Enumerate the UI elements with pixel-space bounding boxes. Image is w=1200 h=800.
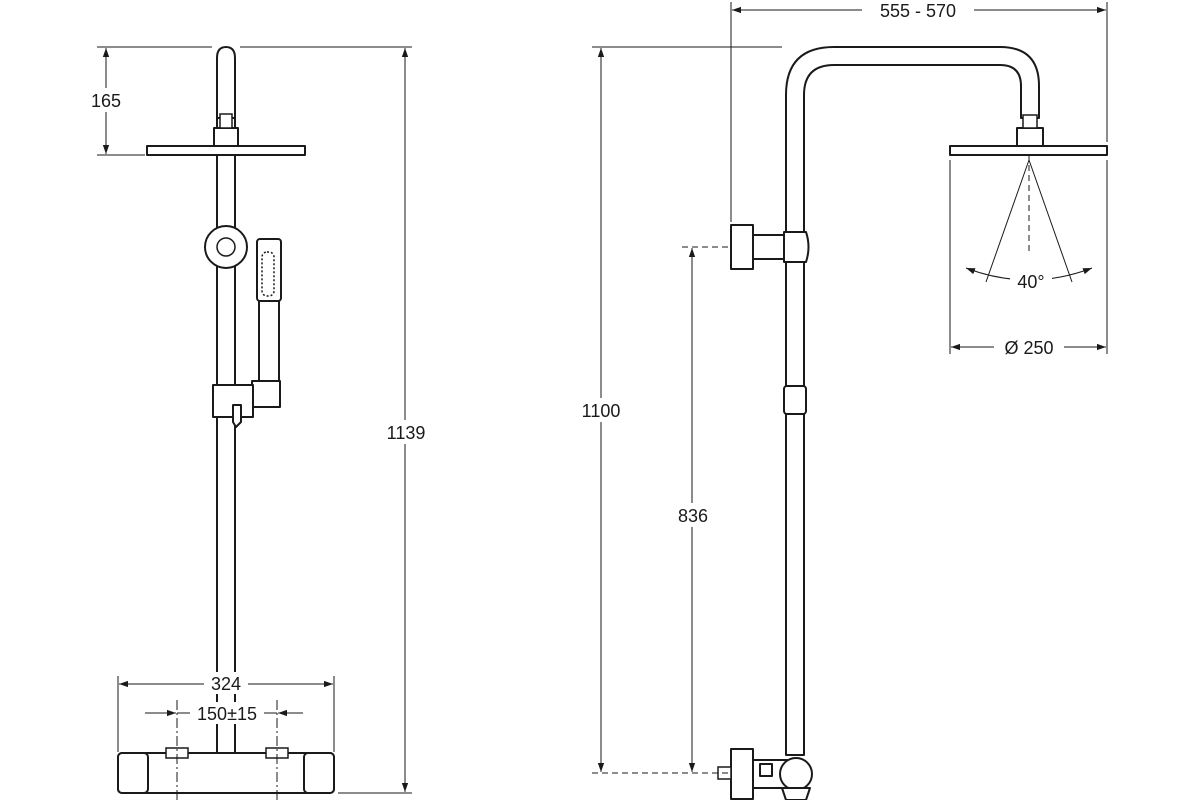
label-1139: 1139 bbox=[387, 423, 426, 443]
side-slider bbox=[783, 385, 807, 415]
front-riser-hook bbox=[216, 46, 236, 119]
front-thermostat-knob-left bbox=[117, 752, 149, 794]
front-round-holder-inner bbox=[216, 237, 236, 257]
label-836: 836 bbox=[678, 506, 708, 526]
side-head-connector bbox=[1016, 127, 1044, 147]
side-diverter bbox=[779, 757, 813, 791]
front-thermostat-body bbox=[117, 752, 335, 794]
label-250: Ø 250 bbox=[1004, 338, 1053, 358]
label-1100: 1100 bbox=[582, 401, 621, 421]
front-riser-pipe bbox=[216, 117, 236, 759]
front-thermostat-knob-right bbox=[303, 752, 335, 794]
side-bracket-clamp bbox=[783, 231, 810, 263]
spray-right bbox=[1028, 159, 1073, 283]
side-diverter-base bbox=[781, 787, 811, 800]
label-165: 165 bbox=[91, 91, 121, 111]
label-150: 150±15 bbox=[197, 704, 257, 724]
side-shower-plate bbox=[949, 145, 1108, 156]
spray-left bbox=[985, 159, 1030, 283]
side-dimensions: 555 - 570 Ø 250 1100 836 bbox=[576, 0, 1108, 774]
front-hand-shower-grid bbox=[261, 251, 275, 297]
front-view bbox=[117, 46, 335, 800]
label-555-570: 555 - 570 bbox=[880, 1, 956, 21]
side-head-nut bbox=[1022, 114, 1038, 129]
side-lower-nut bbox=[759, 763, 773, 777]
label-40: 40° bbox=[1017, 272, 1044, 292]
label-324: 324 bbox=[211, 674, 241, 694]
front-head-connector bbox=[213, 127, 239, 147]
side-bracket-arm bbox=[752, 234, 788, 260]
side-riser-arm bbox=[785, 46, 1040, 756]
front-dimensions: 165 1139 324 150±15 bbox=[86, 46, 432, 794]
front-shower-plate bbox=[146, 145, 306, 156]
side-bracket-flange bbox=[730, 224, 754, 270]
front-hand-shower-bracket bbox=[251, 380, 281, 408]
front-head-nut bbox=[219, 113, 233, 129]
front-hand-shower-handle bbox=[258, 300, 280, 382]
side-lower-flange bbox=[730, 748, 754, 800]
side-view: 40° bbox=[717, 46, 1108, 800]
front-slider-knob bbox=[232, 404, 242, 428]
